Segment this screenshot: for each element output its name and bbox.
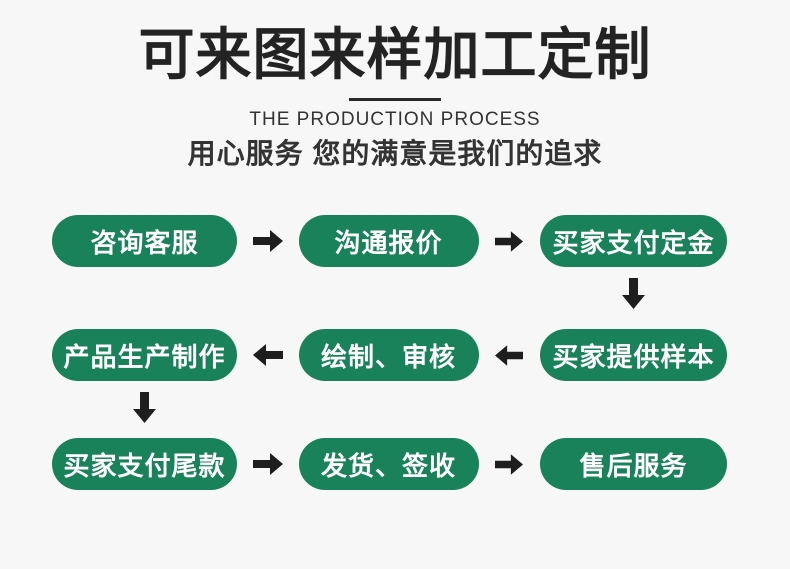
step-pay-deposit: 买家支付定金	[540, 215, 727, 267]
step-production: 产品生产制作	[52, 329, 237, 381]
arrow-left-icon	[237, 344, 299, 366]
arrow-right-icon	[237, 453, 299, 475]
title-divider	[349, 98, 441, 101]
step-after-sale-service: 售后服务	[540, 438, 727, 490]
page-title: 可来图来样加工定制	[138, 23, 652, 86]
arrow-down-icon	[133, 392, 156, 423]
step-consult-service: 咨询客服	[52, 215, 237, 267]
flow-row-3: 买家支付尾款 发货、签收 售后服务	[52, 438, 727, 490]
step-pay-balance: 买家支付尾款	[52, 438, 237, 490]
arrow-left-icon	[479, 344, 541, 366]
flow-row-2: 产品生产制作 绘制、审核 买家提供样本	[52, 329, 727, 381]
step-draft-review: 绘制、审核	[298, 329, 479, 381]
arrow-right-icon	[479, 453, 541, 475]
step-provide-sample: 买家提供样本	[540, 329, 727, 381]
arrow-right-icon	[237, 230, 299, 252]
subtitle-english: THE PRODUCTION PROCESS	[249, 109, 541, 130]
flow-row-1: 咨询客服 沟通报价 买家支付定金	[52, 215, 727, 267]
arrow-right-icon	[479, 230, 541, 252]
arrow-down-icon	[622, 278, 645, 309]
service-tagline: 用心服务 您的满意是我们的追求	[187, 138, 603, 169]
step-quote: 沟通报价	[298, 215, 479, 267]
step-ship-sign: 发货、签收	[298, 438, 479, 490]
